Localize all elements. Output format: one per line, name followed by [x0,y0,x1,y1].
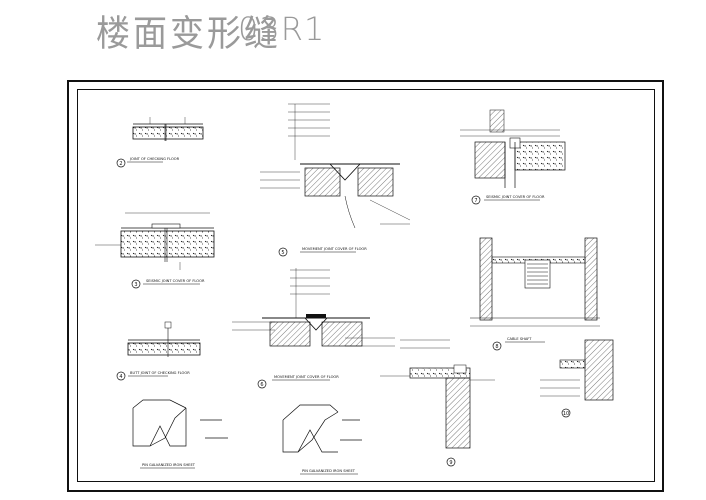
detail-4-callout: 4 BUTT JOINT OF CHECKING FLOOR [116,371,190,381]
detail-10-callout: 10 [561,408,571,418]
detail-2-caption: JOINT OF CHECKING FLOOR [129,157,180,161]
drawing-border-inner [77,89,655,482]
detail-9-number: 9 [449,460,452,466]
detail-7-section [460,109,566,188]
detail-7-caption: SEISMIC JOINT COVER OF FLOOR [486,195,545,199]
detail-4-caption: BUTT JOINT OF CHECKING FLOOR [130,371,190,375]
detail-4-slab [127,321,201,357]
detail-6-leader-notes [232,268,395,347]
drawing-border-outer [67,80,664,492]
drawing-title-chinese: 楼面变形缝 [96,13,281,56]
detail-3-slab [95,212,215,270]
detail-5-callout: 5 MOVEMENT JOINT COVER OF FLOOR [278,247,367,257]
detail-2-slab [132,117,204,141]
detail-9-section [380,339,495,449]
detail-3-caption: SEISMIC JOINT COVER OF FLOOR [146,279,205,283]
detail-b-callout: PIN GALVANIZED IRON SHEET [300,469,358,475]
detail-3-number: 3 [134,282,137,288]
detail-5-section [300,163,400,229]
detail-2-callout: 2 JOINT OF CHECKING FLOOR [116,157,180,168]
detail-a-caption: PIN GALVANIZED IRON SHEET [142,463,196,467]
detail-2-number: 2 [119,161,122,167]
detail-6-caption: MOVEMENT JOINT COVER OF FLOOR [274,375,339,379]
detail-a-iron-sheet [132,399,228,447]
detail-6-section [262,314,370,347]
detail-10-section [540,339,614,401]
detail-6-number: 6 [260,382,263,388]
detail-5-caption: MOVEMENT JOINT COVER OF FLOOR [302,247,367,251]
detail-6-callout: 6 MOVEMENT JOINT COVER OF FLOOR [257,375,339,389]
detail-7-callout: 7 SEISMIC JOINT COVER OF FLOOR [471,195,545,205]
detail-4-number: 4 [119,374,122,380]
detail-7-number: 7 [474,198,477,204]
detail-b-iron-sheet [282,404,362,453]
detail-5-leader-notes [260,103,411,225]
detail-b-caption: PIN GALVANIZED IRON SHEET [302,469,356,473]
detail-8-callout: 8 CABLE SHAFT [492,337,545,351]
detail-8-number: 8 [495,344,498,350]
detail-8-caption: CABLE SHAFT [507,337,532,341]
detail-9-callout: 9 [446,457,456,467]
detail-10-number: 10 [563,411,569,417]
detail-3-callout: 3 SEISMIC JOINT COVER OF FLOOR [131,279,205,289]
detail-8-section [470,237,600,327]
drawing-code: 03R1 [238,10,326,48]
detail-5-number: 5 [281,250,284,256]
detail-a-callout: PIN GALVANIZED IRON SHEET [140,463,196,469]
